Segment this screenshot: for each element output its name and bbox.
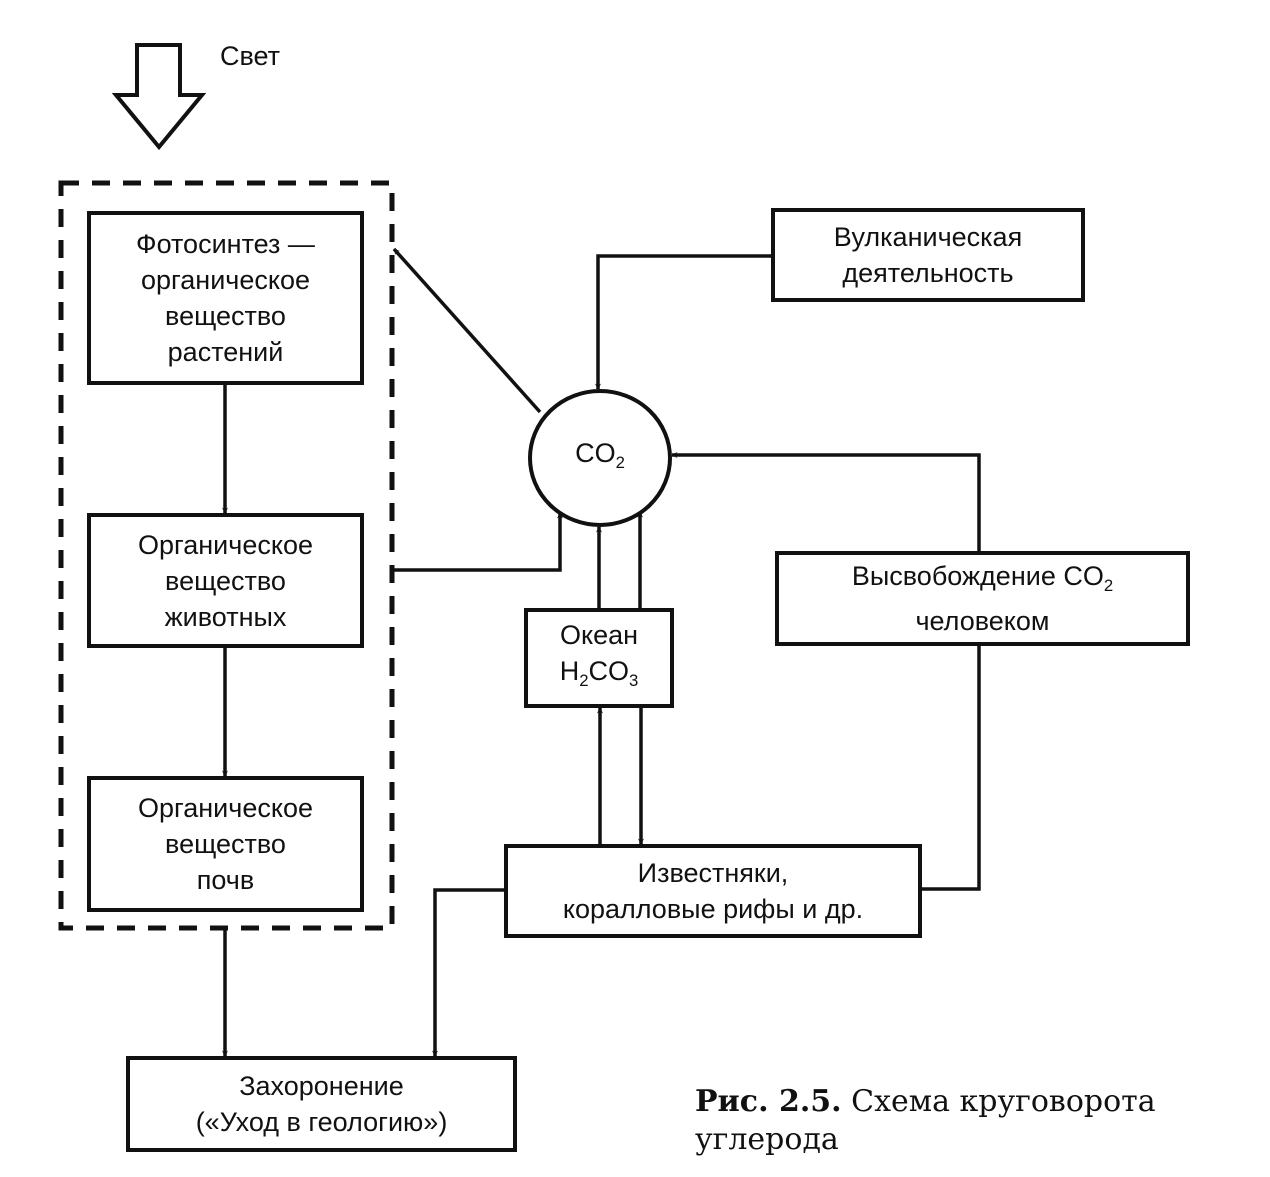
edge-limestone-burial [432, 888, 506, 1057]
node-burial-box [126, 1056, 517, 1152]
edge-group-co2 [392, 512, 563, 572]
node-limestone: Известняки, коралловые рифы и др. [506, 846, 920, 936]
node-text: Вулканическая [833, 222, 1023, 252]
co2-base: CO [575, 438, 616, 469]
node-human: Высвобождение CO2 человеком [777, 553, 1188, 644]
node-text: Органическое [137, 793, 313, 823]
node-text: Известняки, [637, 858, 789, 888]
edge-human-co2 [671, 452, 981, 553]
node-text: коралловые рифы и др. [562, 894, 864, 924]
node-photosynthesis: Фотосинтез — органическое вещество расте… [89, 213, 362, 383]
light-arrow-icon [111, 43, 207, 151]
node-text: Высвобождение CO2 [852, 558, 1113, 604]
node-text: Захоронение [239, 1071, 404, 1101]
formula-sub: 3 [629, 670, 639, 690]
node-text: животных [164, 601, 287, 632]
node-burial: Захоронение («Уход в геологию») [128, 1058, 515, 1150]
ocean-formula: H2CO3 [560, 653, 639, 699]
edge-co2-group [392, 247, 542, 414]
node-animals: Органическое вещество животных [89, 515, 362, 646]
light-label: Свет [205, 38, 295, 74]
human-line1-sub: 2 [1103, 575, 1114, 595]
edge-volcanic-co2 [595, 254, 773, 390]
node-text: вещество [165, 829, 286, 859]
node-text: Фотосинтез — [136, 229, 315, 259]
node-soils: Органическое вещество почв [89, 778, 362, 910]
node-text: CO2 [575, 435, 625, 481]
node-text: («Уход в геологию») [195, 1107, 448, 1137]
node-volcanic: Вулканическая деятельность [773, 210, 1083, 300]
node-text: вещество [165, 565, 286, 596]
node-text: почв [196, 865, 255, 895]
human-line1: Высвобождение CO [851, 560, 1104, 591]
node-text: человеком [915, 606, 1050, 637]
node-text: органическое [140, 265, 311, 295]
node-text: вещество [165, 301, 286, 331]
light-label-text: Свет [219, 41, 281, 71]
figure-caption: Рис. 2.5. Схема круговорота углерода [695, 1083, 1235, 1159]
co2-sub: 2 [615, 452, 625, 472]
node-human-box [775, 551, 1190, 646]
node-ocean: Океан H2CO3 [526, 610, 672, 706]
formula-part: H [559, 656, 580, 687]
formula-sub: 2 [579, 670, 589, 690]
node-soils-box [87, 776, 364, 912]
edge-limestone-human [920, 644, 981, 891]
node-text: деятельность [842, 258, 1014, 288]
node-text: Океан [559, 620, 639, 651]
caption-text: Схема круговорота углерода [695, 1084, 1156, 1157]
node-co2: CO2 [530, 438, 670, 478]
node-text: растений [167, 337, 284, 367]
formula-part: CO [588, 656, 630, 687]
node-text: Органическое [137, 529, 313, 560]
node-co2-circle [528, 389, 672, 527]
caption-label: Рис. 2.5. [695, 1084, 842, 1119]
